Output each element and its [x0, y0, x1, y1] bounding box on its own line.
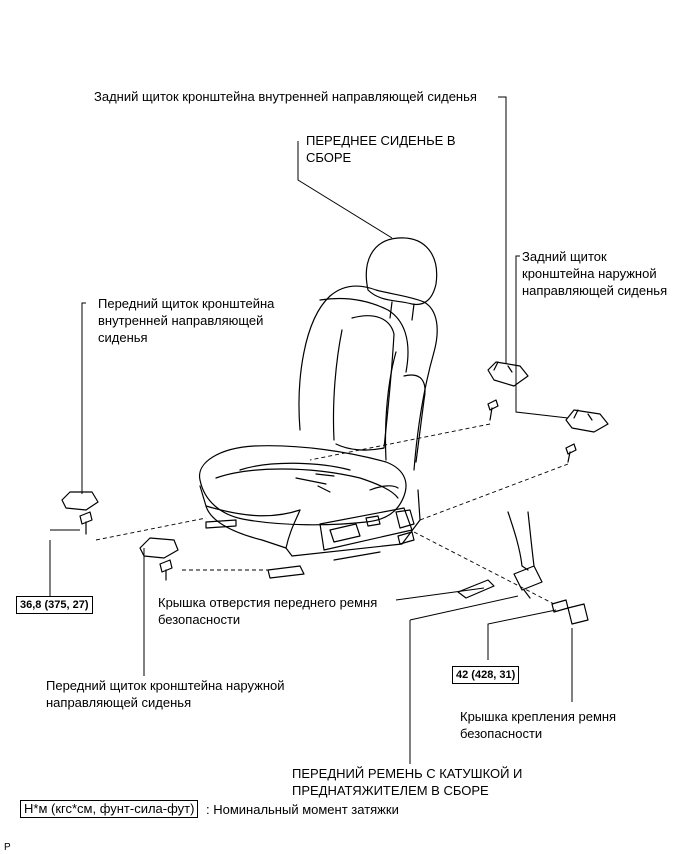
front-seat-illustration: [199, 237, 438, 579]
torque-box-belt-bolt: 42 (428, 31): [452, 666, 520, 684]
bolt-icon-front-outer: [159, 559, 173, 581]
legend-description: : Номинальный момент затяжки: [206, 802, 399, 817]
bolt-icon-rear-inner: [487, 399, 499, 421]
alignment-lines: [95, 423, 569, 605]
front-outer-cover-part: [139, 537, 179, 559]
front-inner-cover-part: [61, 491, 99, 511]
label-belt-hole-cover: Крышка отверстия переднего ремня безопас…: [158, 595, 378, 627]
bolt-icon-front-inner: [79, 511, 93, 535]
label-front-outer-cover: Передний щиток кронштейна наружной напра…: [46, 678, 285, 710]
belt-hole-cover-part: [457, 579, 495, 599]
label-belt-anchor-cover: Крышка крепления ремня безопасности: [460, 709, 617, 741]
label-rear-inner-cover: Задний щиток кронштейна внутренней напра…: [94, 89, 477, 104]
label-front-seat-assembly: ПЕРЕДНЕЕ СИДЕНЬЕ В СБОРЕ: [306, 133, 456, 165]
label-rear-outer-cover: Задний щиток кронштейна наружной направл…: [522, 249, 668, 298]
label-front-inner-cover: Передний щиток кронштейна внутренней нап…: [98, 296, 275, 345]
torque-box-seat-bolt: 36,8 (375, 27): [16, 596, 93, 614]
seat-belt-part: [507, 511, 543, 599]
bolt-icon-rear-outer: [565, 443, 577, 463]
rear-outer-cover-part: [565, 409, 609, 433]
leader-lines: [49, 96, 573, 764]
belt-anchor-cover-part: [567, 603, 589, 625]
page-code: P: [4, 842, 11, 853]
legend-torque-unit: Н*м (кгс*см, фунт-сила-фут): [20, 800, 199, 818]
label-front-belt-assembly: ПЕРЕДНИЙ РЕМЕНЬ С КАТУШКОЙ И ПРЕДНАТЯЖИТ…: [292, 766, 523, 798]
rear-inner-cover-part: [487, 361, 529, 387]
